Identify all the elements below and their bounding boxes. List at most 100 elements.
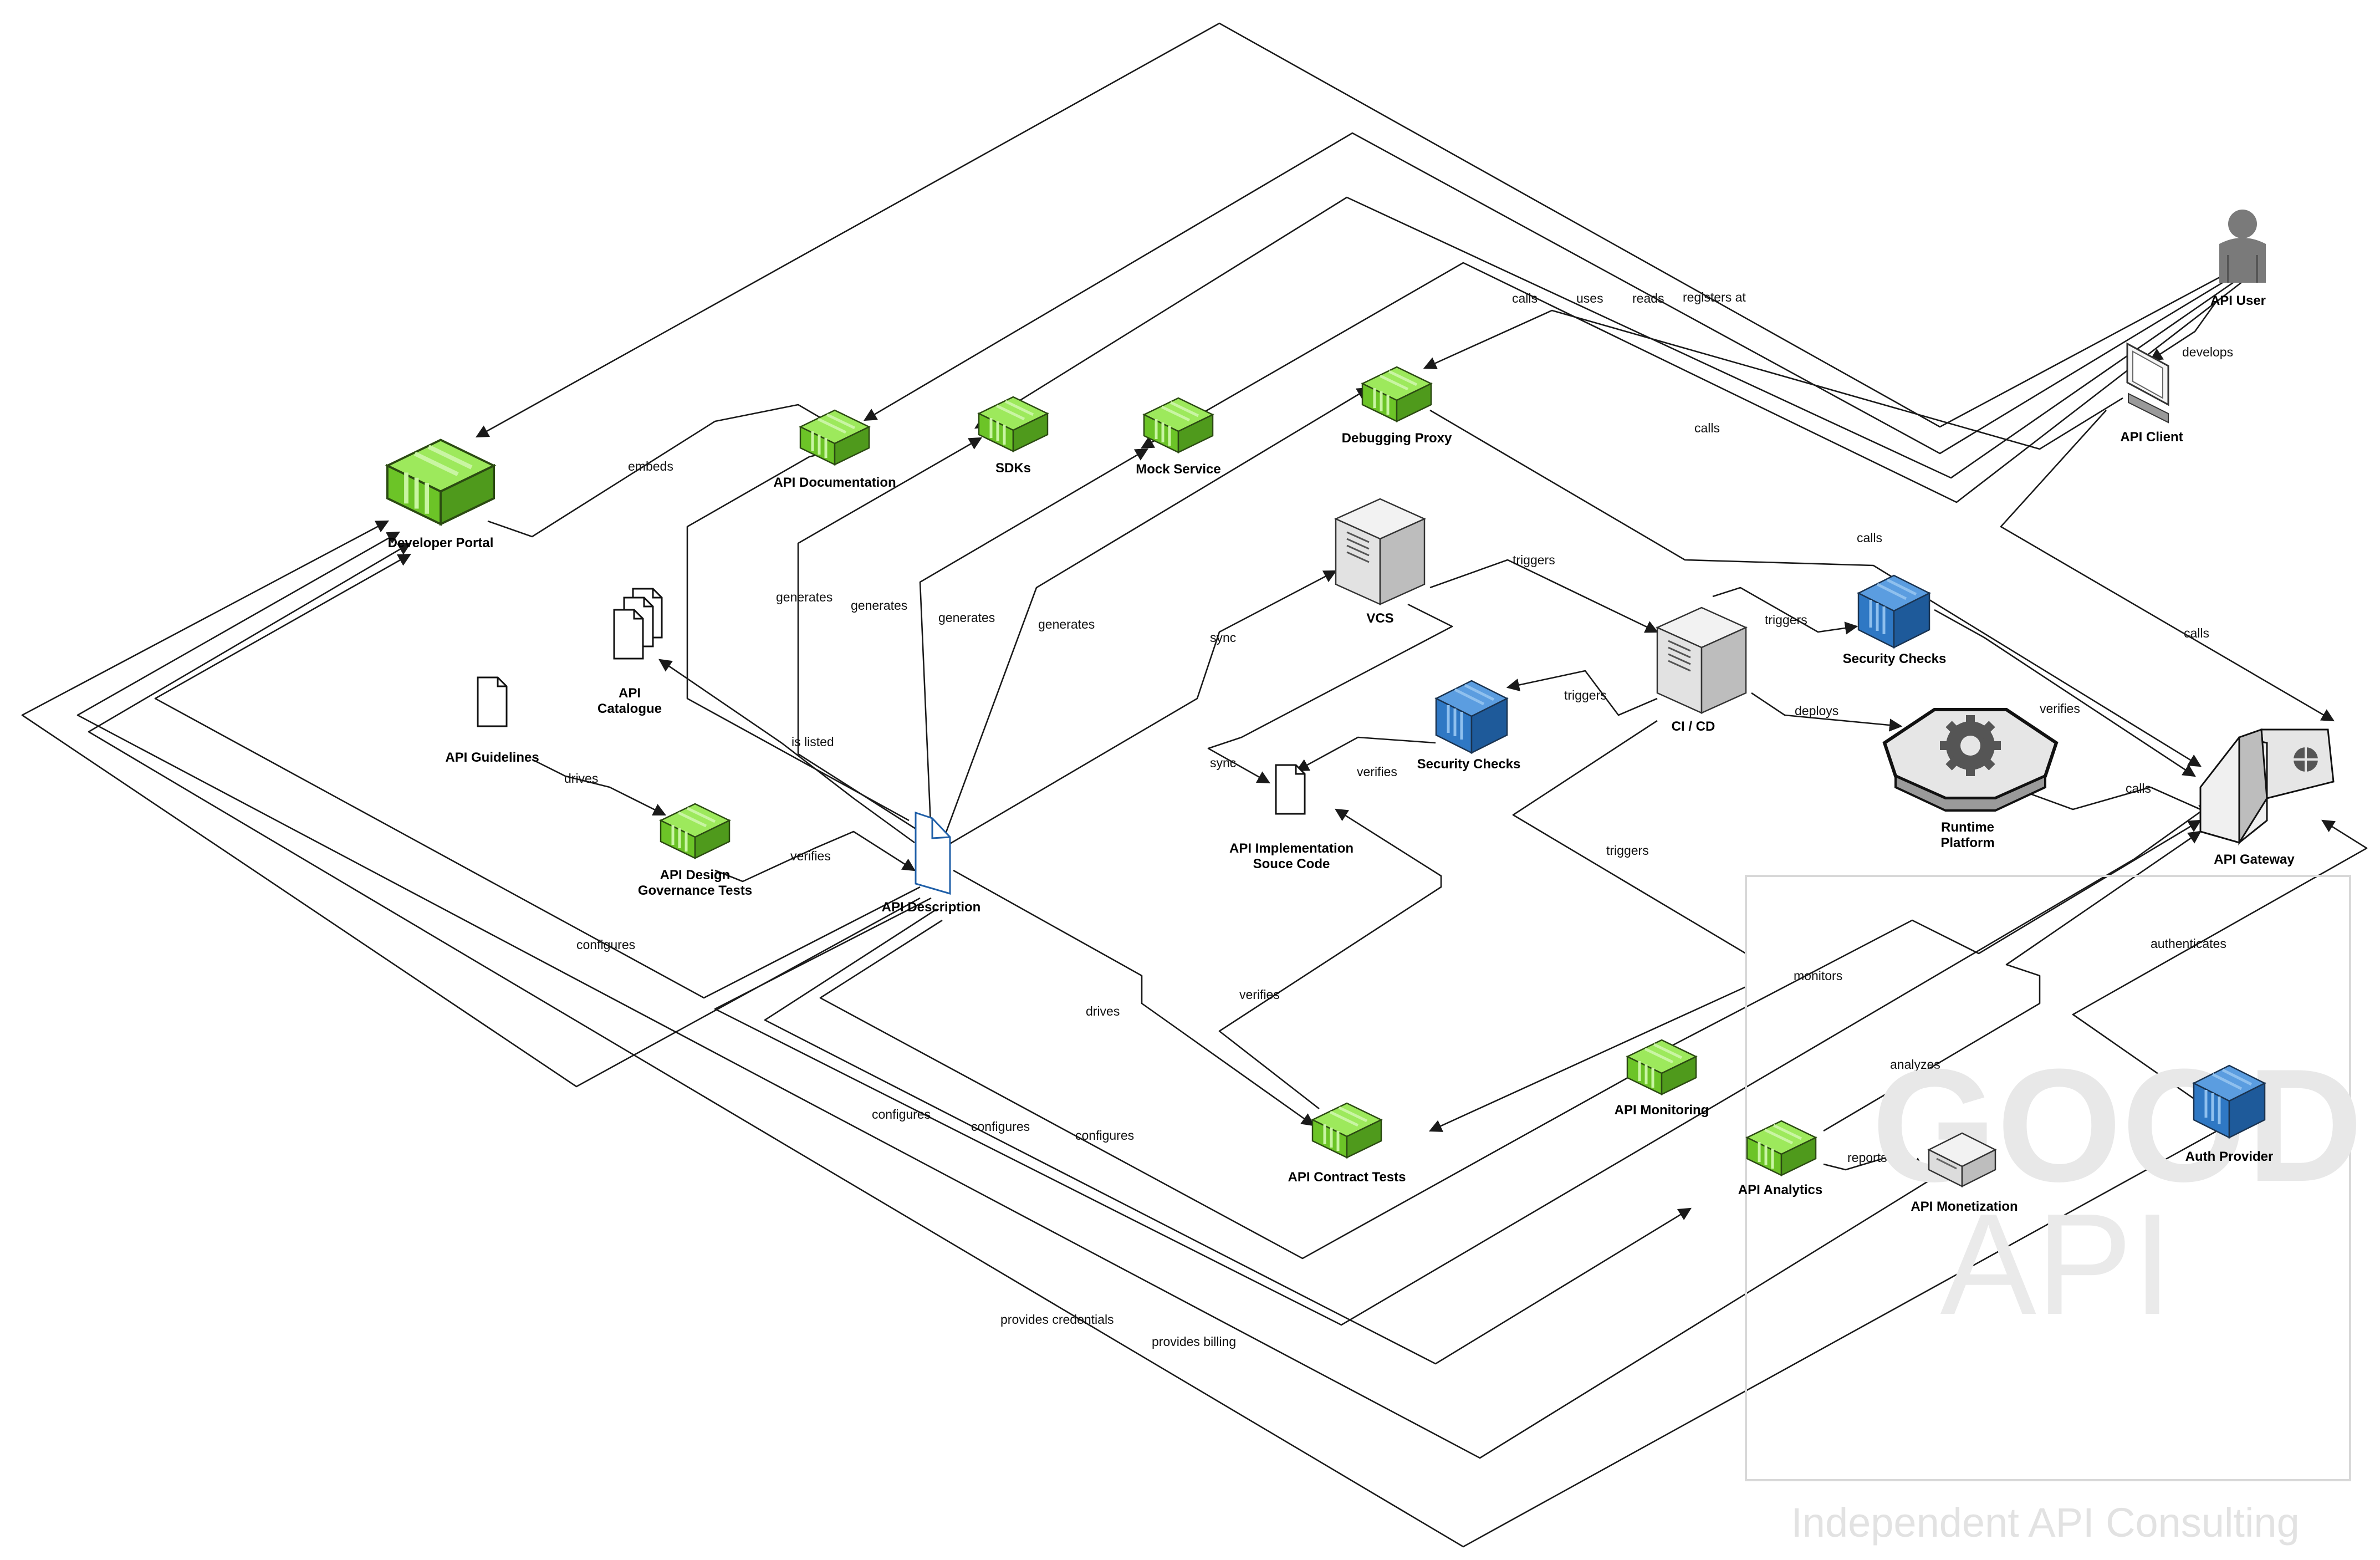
security-checks-mid-label: Security Checks [1417,757,1521,772]
api-monitoring-node[interactable]: API Monitoring [1615,1040,1709,1118]
package-icon [1312,1103,1381,1158]
api-monitoring-label: API Monitoring [1615,1103,1709,1118]
label-analyzes: analyzes [1890,1057,1940,1072]
mock-service-node[interactable]: Mock Service [1136,398,1221,477]
watermark-logo-top: GOOD [1872,1036,2363,1215]
developer-portal-node[interactable]: Developer Portal [387,440,494,551]
edge-is-listed [658,659,915,844]
auth-provider-node[interactable]: Auth Provider [2185,1066,2274,1164]
edge-sync-vcs [942,570,1337,849]
label-verifies-sec-gateway: verifies [2040,701,2080,716]
label-provides-billing: provides billing [1152,1334,1236,1349]
document-icon [477,676,508,727]
edge-verifies-sec-gateway [1934,609,2196,777]
computer-icon [2126,342,2169,424]
label-configures-2: configures [971,1119,1030,1134]
api-implementation-source-code-node[interactable]: API Implementation Souce Code [1229,764,1354,871]
debugging-proxy-node[interactable]: Debugging Proxy [1342,367,1452,446]
package-icon [1858,575,1929,648]
runtime-platform-node[interactable]: Runtime Platform [1882,708,2059,850]
edge-deploys [1751,692,1903,732]
edge-verifies-design [714,830,916,883]
api-gateway-node[interactable]: API Gateway [2199,728,2335,867]
document-stack-icon [613,588,663,660]
label-configures-1: configures [872,1107,931,1121]
label-calls-gateway-runtime: calls [2126,781,2151,796]
edge-configures-2 [764,908,1692,1365]
api-client-node[interactable]: API Client [2120,342,2183,445]
edge-calls-client-gateway [2000,410,2335,722]
api-monetization-label: API Monetization [1911,1199,2018,1214]
edge-generates-sdks [797,437,983,833]
edge-calls-top [1140,262,2243,503]
label-develops: develops [2182,345,2233,359]
label-drives-guidelines: drives [564,771,598,786]
api-description-label: API Description [882,900,981,915]
package-icon [979,397,1048,451]
label-triggers-contract: triggers [1606,843,1649,858]
api-implementation-label-line2: Souce Code [1253,857,1330,871]
label-calls-client-gateway: calls [2184,626,2209,640]
edge-configures-3 [819,919,1653,1260]
edge-verifies-sec-src [1295,736,1436,772]
security-checks-top-label: Security Checks [1843,651,1947,666]
edge-triggers-contract [1428,720,1747,1132]
api-design-governance-tests-node[interactable]: API Design Governance Tests [638,804,752,898]
edge-calls-client-proxy [1423,309,2123,450]
vcs-node[interactable]: VCS [1335,498,1426,626]
edge-provides-credentials [88,542,2218,1548]
edge-labels: embeds generates generates generates gen… [564,290,2233,1349]
api-description-node[interactable]: API Description [882,811,981,915]
package-icon [1144,398,1213,452]
api-contract-tests-node[interactable]: API Contract Tests [1288,1103,1406,1185]
api-analytics-node[interactable]: API Analytics [1738,1121,1823,1197]
api-implementation-label-line1: API Implementation [1229,841,1354,856]
edge-generates-mock [919,448,1149,838]
package-icon [1627,1040,1696,1094]
runtime-platform-label-line2: Platform [1940,835,1994,850]
api-client-label: API Client [2120,430,2183,445]
developer-portal-label: Developer Portal [388,536,494,550]
label-calls-client-proxy: calls [1694,421,1720,435]
person-icon [2219,210,2266,283]
security-checks-mid-node[interactable]: Security Checks [1417,681,1521,772]
package-icon [387,440,494,524]
label-is-listed: is listed [791,735,834,749]
watermark: GOOD API Independent API Consulting [1745,875,2363,1546]
ci-cd-label: CI / CD [1672,719,1715,734]
runtime-platform-label-line1: Runtime [1941,820,1994,835]
edge-sync-src [1207,603,1453,784]
label-configures-portal: configures [576,937,635,952]
api-analytics-label: API Analytics [1738,1182,1823,1197]
label-drives-contract: drives [1086,1004,1120,1018]
server-icon [1656,606,1747,714]
label-sync-vcs: sync [1210,630,1236,645]
edge-drives-contract [953,869,1315,1126]
label-monitors: monitors [1794,968,1842,983]
ci-cd-node[interactable]: CI / CD [1656,606,1747,734]
api-user-node[interactable]: API User [2210,210,2266,308]
api-catalogue-node[interactable]: API Catalogue [597,588,663,716]
sdks-label: SDKs [995,461,1031,476]
label-triggers-vcs: triggers [1513,553,1555,567]
vcs-label: VCS [1366,611,1393,626]
api-monetization-node[interactable]: API Monetization [1911,1132,2018,1214]
security-checks-top-node[interactable]: Security Checks [1843,575,1947,666]
edge-authenticates [2072,819,2368,1104]
api-guidelines-node[interactable]: API Guidelines [445,676,539,765]
package-icon [1362,367,1431,421]
edge-triggers-vcs [1429,559,1659,633]
watermark-logo-bottom: API [1940,1184,2172,1345]
label-reads: reads [1632,291,1664,305]
edge-triggers-sec-mid [1506,670,1658,716]
edge-develops [2149,300,2218,361]
label-verifies-design: verifies [790,849,831,863]
watermark-tagline: Independent API Consulting [1791,1500,2299,1546]
api-documentation-node[interactable]: API Documentation [773,410,896,490]
sdks-node[interactable]: SDKs [979,397,1048,476]
api-contract-tests-label: API Contract Tests [1288,1170,1406,1185]
label-configures-3: configures [1075,1128,1134,1143]
edge-reports-to [1823,1152,1924,1171]
edge-drives-guidelines [532,758,667,816]
edge-verifies-contract [1218,808,1442,1110]
